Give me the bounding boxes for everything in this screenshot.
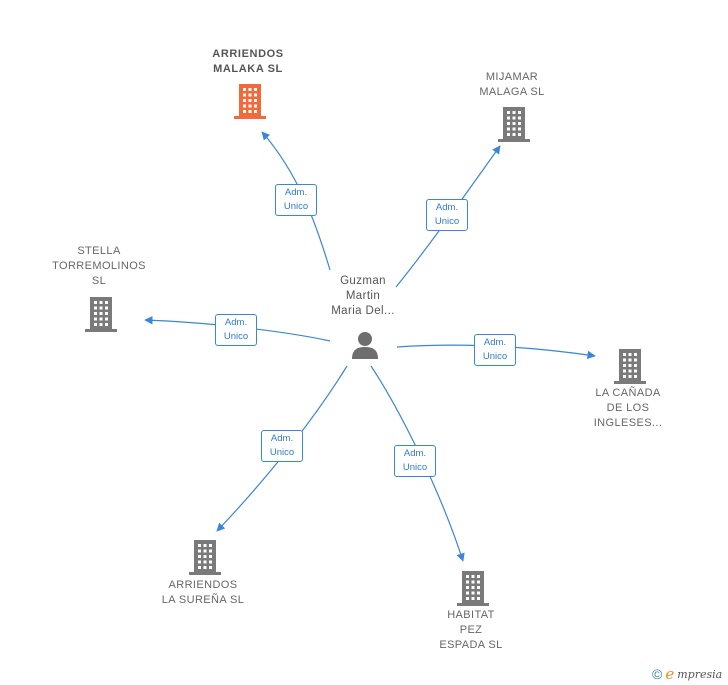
- building-icon[interactable]: [457, 570, 489, 611]
- brand-logo-text: mpresia: [677, 667, 723, 681]
- edge-label-habitat-pez-espada[interactable]: Adm. Unico: [394, 445, 436, 477]
- edge-label-la-canada[interactable]: Adm. Unico: [474, 334, 516, 366]
- edge-label-arriendos-la-surena[interactable]: Adm. Unico: [261, 430, 303, 462]
- company-label-stella-torremolinos[interactable]: STELLA TORREMOLINOS SL: [52, 245, 146, 287]
- company-label-mijamar-malaga[interactable]: MIJAMAR MALAGA SL: [479, 71, 545, 98]
- company-label-arriendos-la-surena[interactable]: ARRIENDOS LA SUREÑA SL: [161, 579, 245, 606]
- brand-logo-initial: e: [665, 665, 675, 683]
- edge-label-stella-torremolinos[interactable]: Adm. Unico: [215, 314, 257, 346]
- edge-label-mijamar-malaga[interactable]: Adm. Unico: [426, 199, 468, 231]
- building-icon[interactable]: [234, 83, 266, 124]
- building-icon[interactable]: [189, 539, 221, 580]
- person-icon[interactable]: [350, 330, 380, 360]
- company-label-habitat-pez-espada[interactable]: HABITAT PEZ ESPADA SL: [439, 609, 503, 651]
- company-label-arriendos-malaka[interactable]: ARRIENDOS MALAKA SL: [212, 48, 284, 75]
- company-label-la-canada[interactable]: LA CAÑADA DE LOS INGLESES...: [593, 387, 663, 429]
- person-name-label[interactable]: Guzman Martin Maria Del...: [331, 275, 395, 317]
- building-icon[interactable]: [85, 296, 117, 337]
- building-icon[interactable]: [614, 348, 646, 389]
- copyright-symbol: ©: [652, 666, 663, 682]
- building-icon[interactable]: [498, 106, 530, 147]
- edge-label-arriendos-malaka[interactable]: Adm. Unico: [275, 184, 317, 216]
